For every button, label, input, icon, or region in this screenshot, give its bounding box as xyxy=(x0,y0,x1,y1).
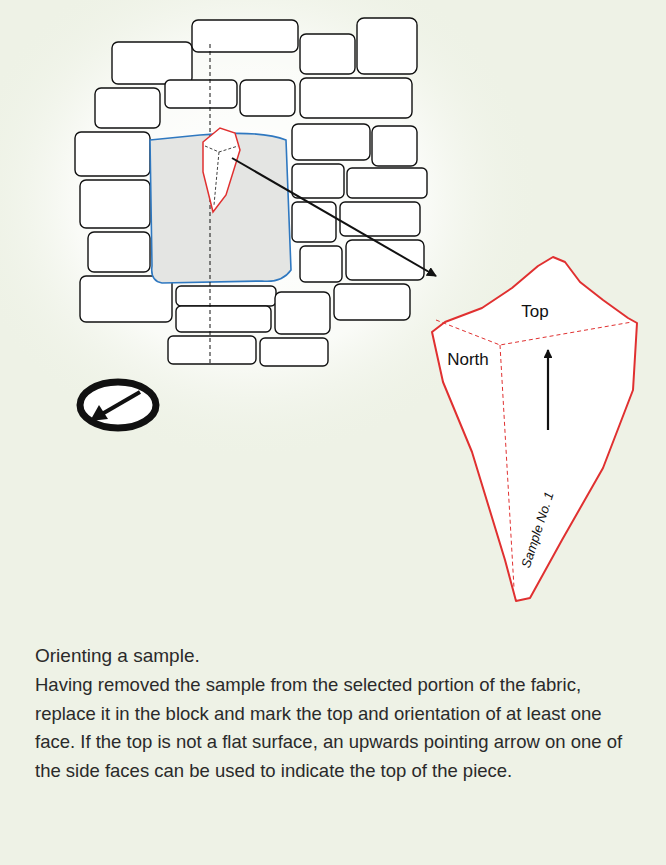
top-arrow xyxy=(547,350,549,430)
face-edge xyxy=(436,320,632,345)
face-edge xyxy=(500,345,514,588)
sample-outline xyxy=(432,257,637,601)
pointer-arrow xyxy=(232,158,436,276)
joint-line xyxy=(210,44,211,366)
wall-stones xyxy=(75,18,427,366)
sample-edges xyxy=(205,146,238,205)
compass-symbol xyxy=(80,382,156,428)
caption-heading: Orienting a sample. xyxy=(35,642,640,671)
face-label: Top xyxy=(521,303,548,322)
sample-piece: TopNorthSample No. 1 xyxy=(420,250,645,605)
caption-text: Having removed the sample from the selec… xyxy=(35,671,640,785)
sample-outline xyxy=(203,128,240,212)
face-label: North xyxy=(447,351,489,370)
